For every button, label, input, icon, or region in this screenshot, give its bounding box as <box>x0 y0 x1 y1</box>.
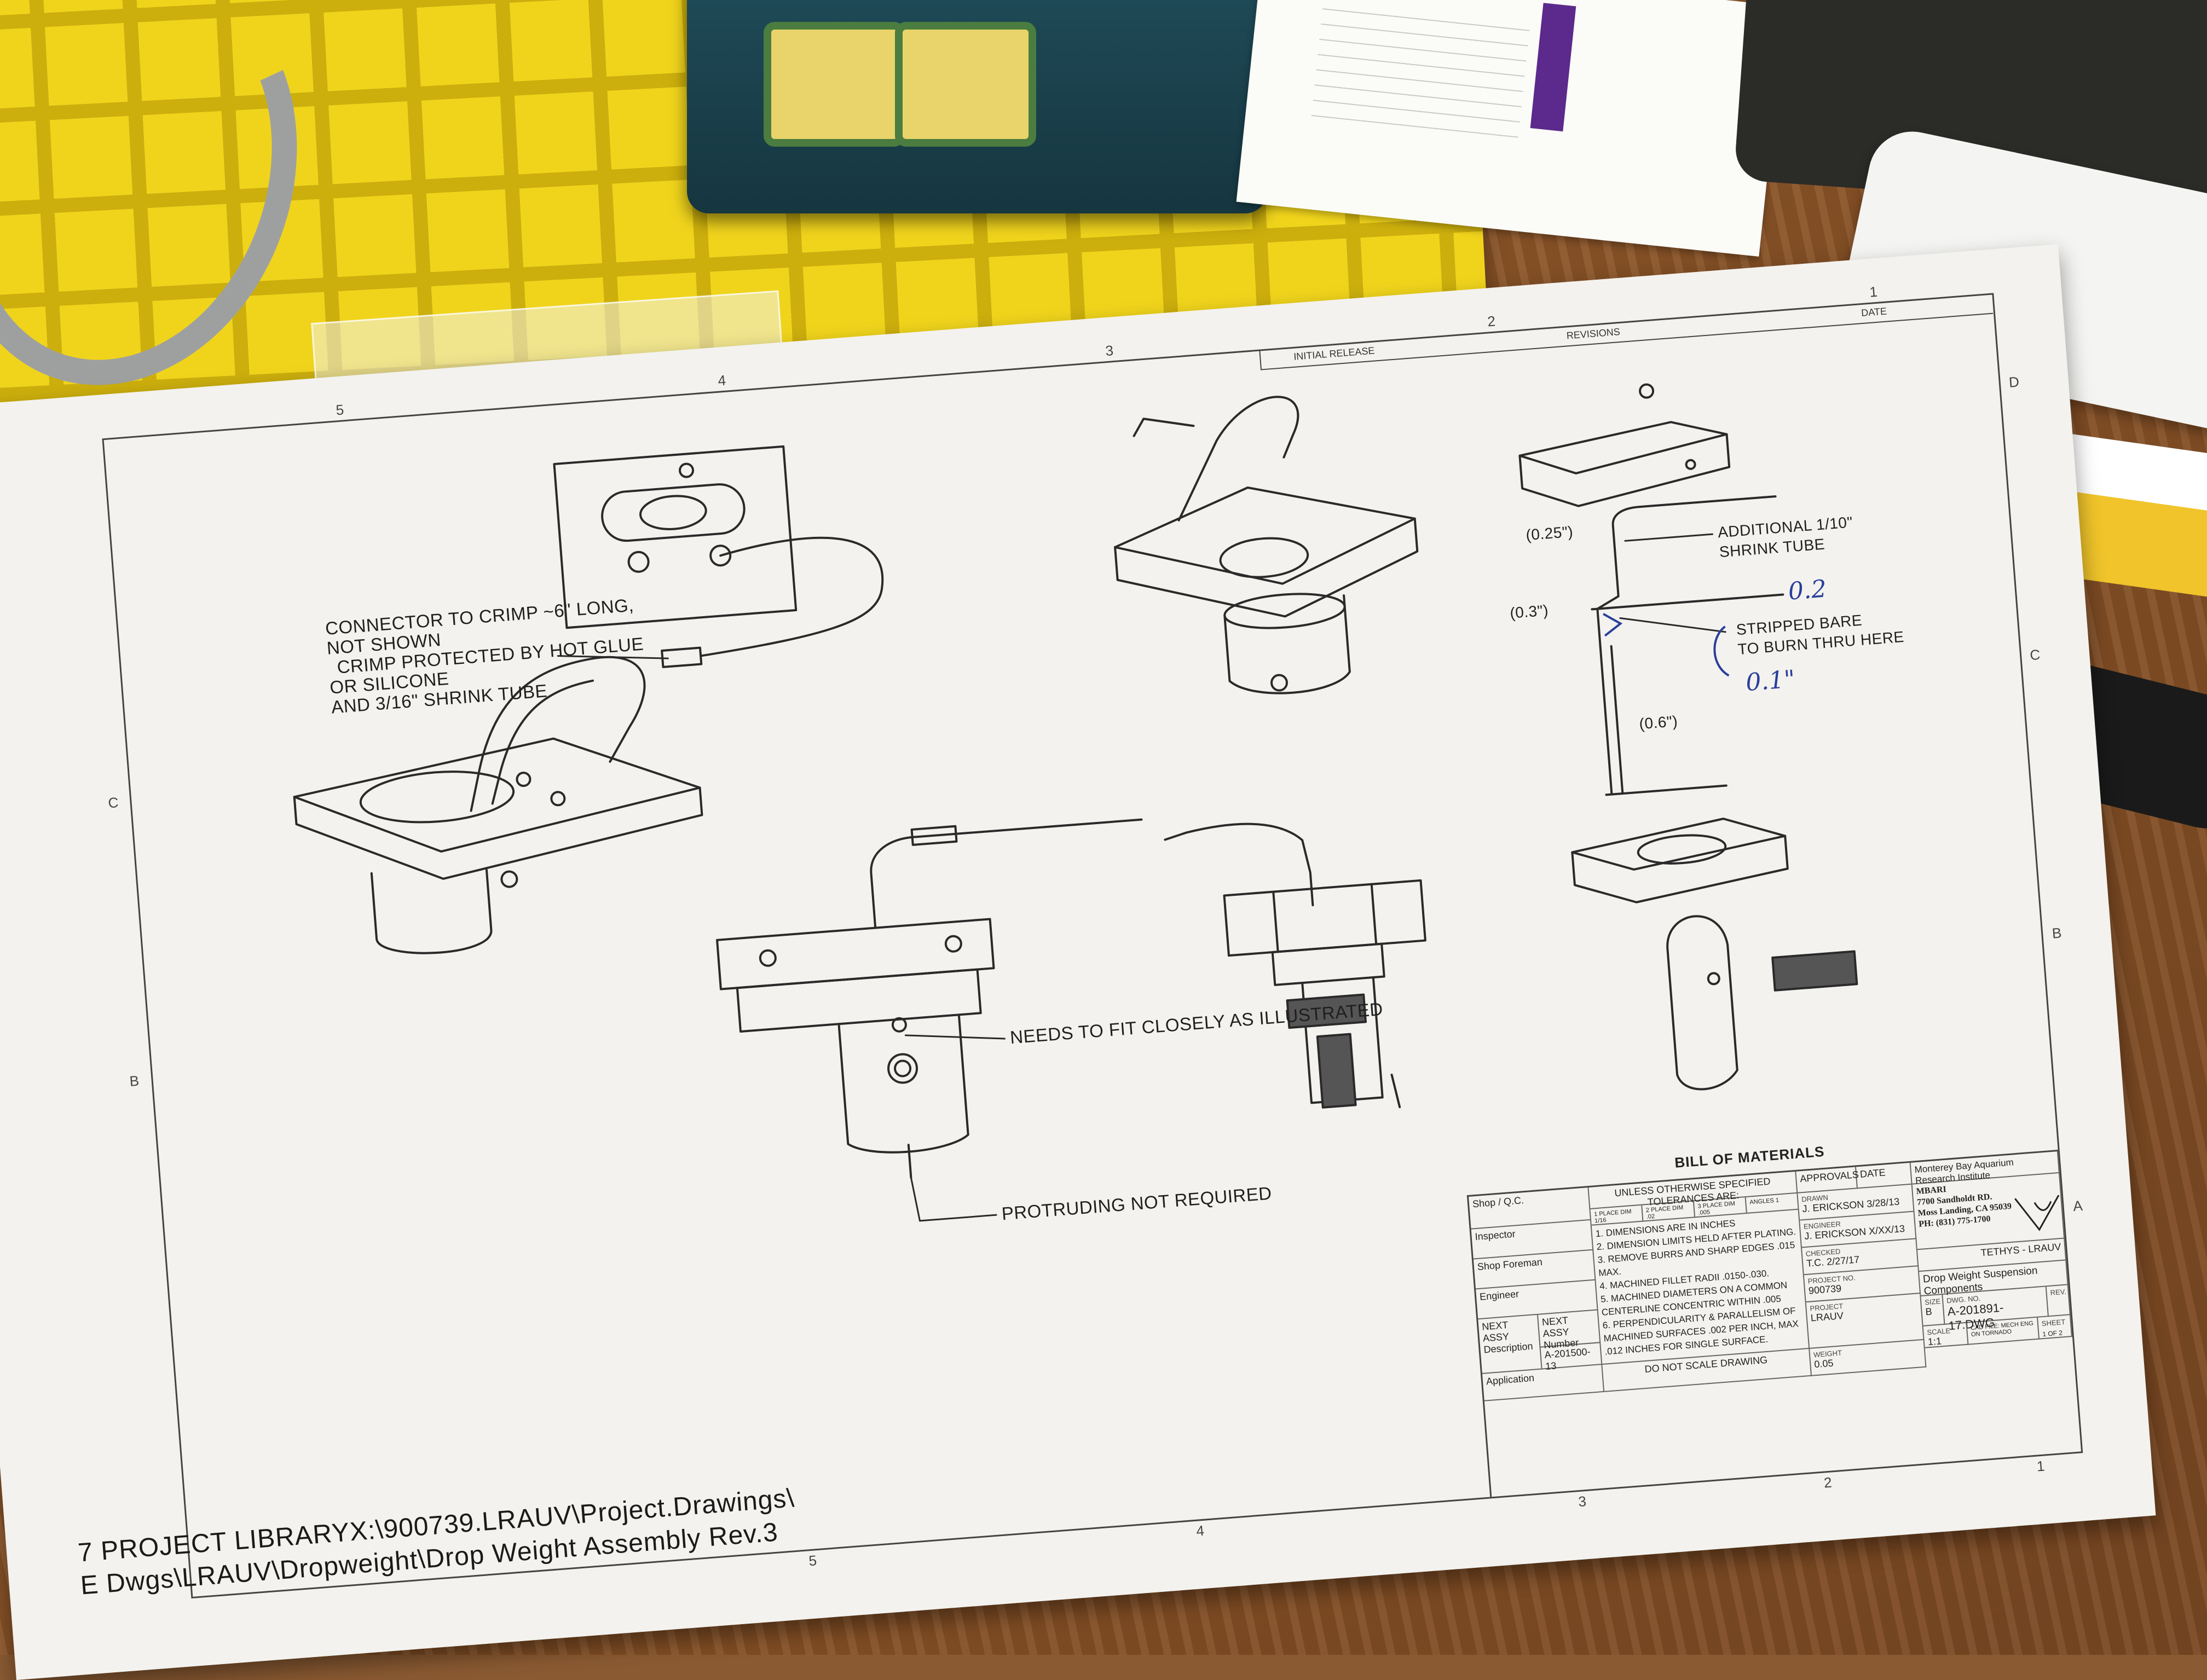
view-side-exploded <box>1164 822 1426 1109</box>
mbari-logo-icon <box>2014 1195 2060 1231</box>
drawn-date: 3/28/13 <box>1866 1196 1900 1210</box>
size-label: SIZE <box>1924 1297 1941 1307</box>
handwritten-marks <box>1603 613 1730 677</box>
sheet-cell: SHEET 1 OF 2 <box>2038 1315 2072 1340</box>
dimension-0-3: (0.3") <box>1509 601 1549 622</box>
scale-value: 1:1 <box>1927 1335 1942 1348</box>
sheet-label: SHEET <box>2041 1317 2066 1328</box>
rev-cell: REV. <box>2046 1285 2071 1317</box>
sheet-value: 1 OF 2 <box>2042 1329 2063 1339</box>
magnifier-visor <box>687 0 1267 213</box>
size-cell: SIZE B <box>1921 1294 1945 1326</box>
project-no: 900739 <box>1808 1283 1842 1296</box>
next-assy-description: NEXT ASSY Description <box>1478 1314 1542 1374</box>
project-row: PROJECT LRAUV <box>1806 1294 1925 1349</box>
dimension-0-25: (0.25") <box>1525 523 1574 544</box>
checked-by: T.C. <box>1806 1256 1824 1269</box>
visor-lens-left <box>764 22 905 147</box>
rev-label: REV. <box>2050 1287 2067 1297</box>
weight-value: 0.05 <box>1813 1357 1834 1370</box>
handwritten-0-1: 0.1" <box>1744 665 1796 697</box>
dimension-0-6: (0.6") <box>1638 712 1679 733</box>
next-assy-number: NEXT ASSY Number <box>1538 1310 1601 1351</box>
project-value: LRAUV <box>1810 1310 1844 1324</box>
view-wire-dims <box>1518 383 1858 1091</box>
visor-lens-right <box>895 22 1036 147</box>
handwritten-0-2: 0.2 <box>1787 575 1828 606</box>
drawing-frame: 5 4 3 2 1 5 4 3 2 1 D C B A C B INITIAL … <box>77 269 2113 1617</box>
leader-lines <box>557 533 1726 1222</box>
scale-cell: SCALE 1:1 <box>1923 1323 1969 1348</box>
scale-label: SCALE <box>1926 1326 1951 1337</box>
title-block: BILL OF MATERIALS Shop / Q.C. Inspector … <box>1466 1143 2082 1497</box>
size-value: B <box>1925 1306 1933 1318</box>
view-iso-plate <box>293 656 703 954</box>
engineer-date: X/XX/13 <box>1868 1223 1905 1237</box>
drawing-views <box>293 383 1858 1222</box>
engineering-drawing-sheet: 5 4 3 2 1 5 4 3 2 1 D C B A C B INITIAL … <box>0 244 2156 1680</box>
general-notes: 1. DIMENSIONS ARE IN INCHES 2. DIMENSION… <box>1591 1209 1810 1365</box>
zone-letter: B <box>129 1072 140 1090</box>
cad-file: CAD FILE: MECH ENG ON TORNADO <box>1967 1317 2040 1345</box>
view-front-pin <box>716 818 1143 1179</box>
instruction-purple-band <box>1530 3 1576 132</box>
view-iso-hook <box>1114 396 1419 694</box>
checked-date: 2/27/17 <box>1826 1254 1860 1267</box>
zone-letter: C <box>107 794 119 812</box>
instruction-table-lines <box>1311 2 1530 138</box>
view-top-plate <box>553 445 884 668</box>
